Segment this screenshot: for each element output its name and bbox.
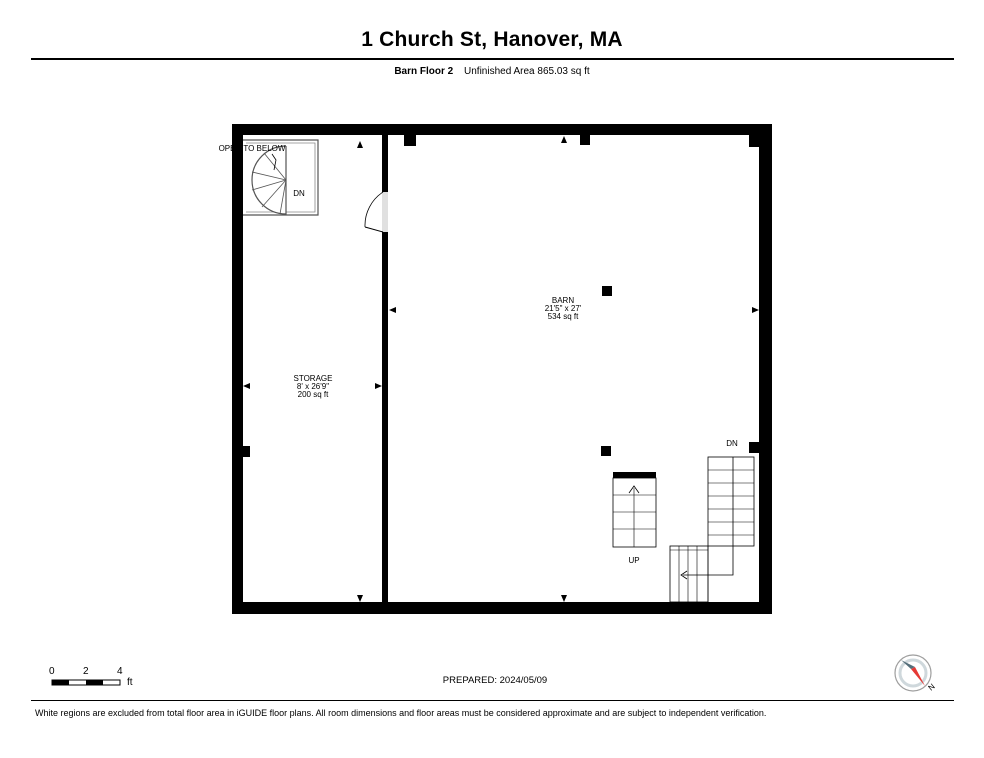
stair-dn-label: DN	[726, 439, 738, 448]
scale-tick-2: 2	[83, 666, 89, 677]
barn-dims: 21'5" x 27'	[545, 304, 582, 313]
disclaimer-text: White regions are excluded from total fl…	[35, 708, 767, 718]
page-title: 1 Church St, Hanover, MA	[361, 28, 623, 51]
storage-name: STORAGE	[294, 374, 333, 383]
interior-wall	[382, 135, 388, 604]
spiral-dn-label: DN	[293, 189, 305, 198]
compass-north-label: N	[927, 682, 937, 693]
compass-icon	[894, 654, 932, 692]
floor-subtitle: Barn Floor 2 Unfinished Area 865.03 sq f…	[0, 66, 984, 77]
footer-divider	[31, 700, 954, 701]
exterior-walls	[232, 124, 772, 614]
open-to-below-label: OPEN TO BELOW	[219, 144, 286, 153]
header-divider	[31, 58, 954, 60]
stair-up-label: UP	[628, 556, 639, 565]
storage-dims: 8' x 26'9"	[297, 382, 329, 391]
stair-down	[669, 456, 755, 603]
spiral-stair	[243, 139, 319, 216]
scale-tick-0: 0	[49, 666, 55, 677]
columns	[243, 135, 759, 457]
scale-tick-4: 4	[117, 666, 123, 677]
barn-area: 534 sq ft	[548, 312, 579, 321]
floor-name: Barn Floor 2	[394, 66, 454, 77]
barn-name: BARN	[552, 296, 574, 305]
scale-bar	[51, 679, 121, 686]
dimension-markers	[243, 136, 759, 602]
scale-unit: ft	[127, 677, 133, 688]
stair-up	[612, 472, 657, 548]
storage-area: 200 sq ft	[298, 390, 329, 399]
prepared-date: PREPARED: 2024/05/09	[442, 675, 548, 686]
door	[364, 191, 384, 233]
floor-area: Unfinished Area 865.03 sq ft	[464, 66, 590, 77]
